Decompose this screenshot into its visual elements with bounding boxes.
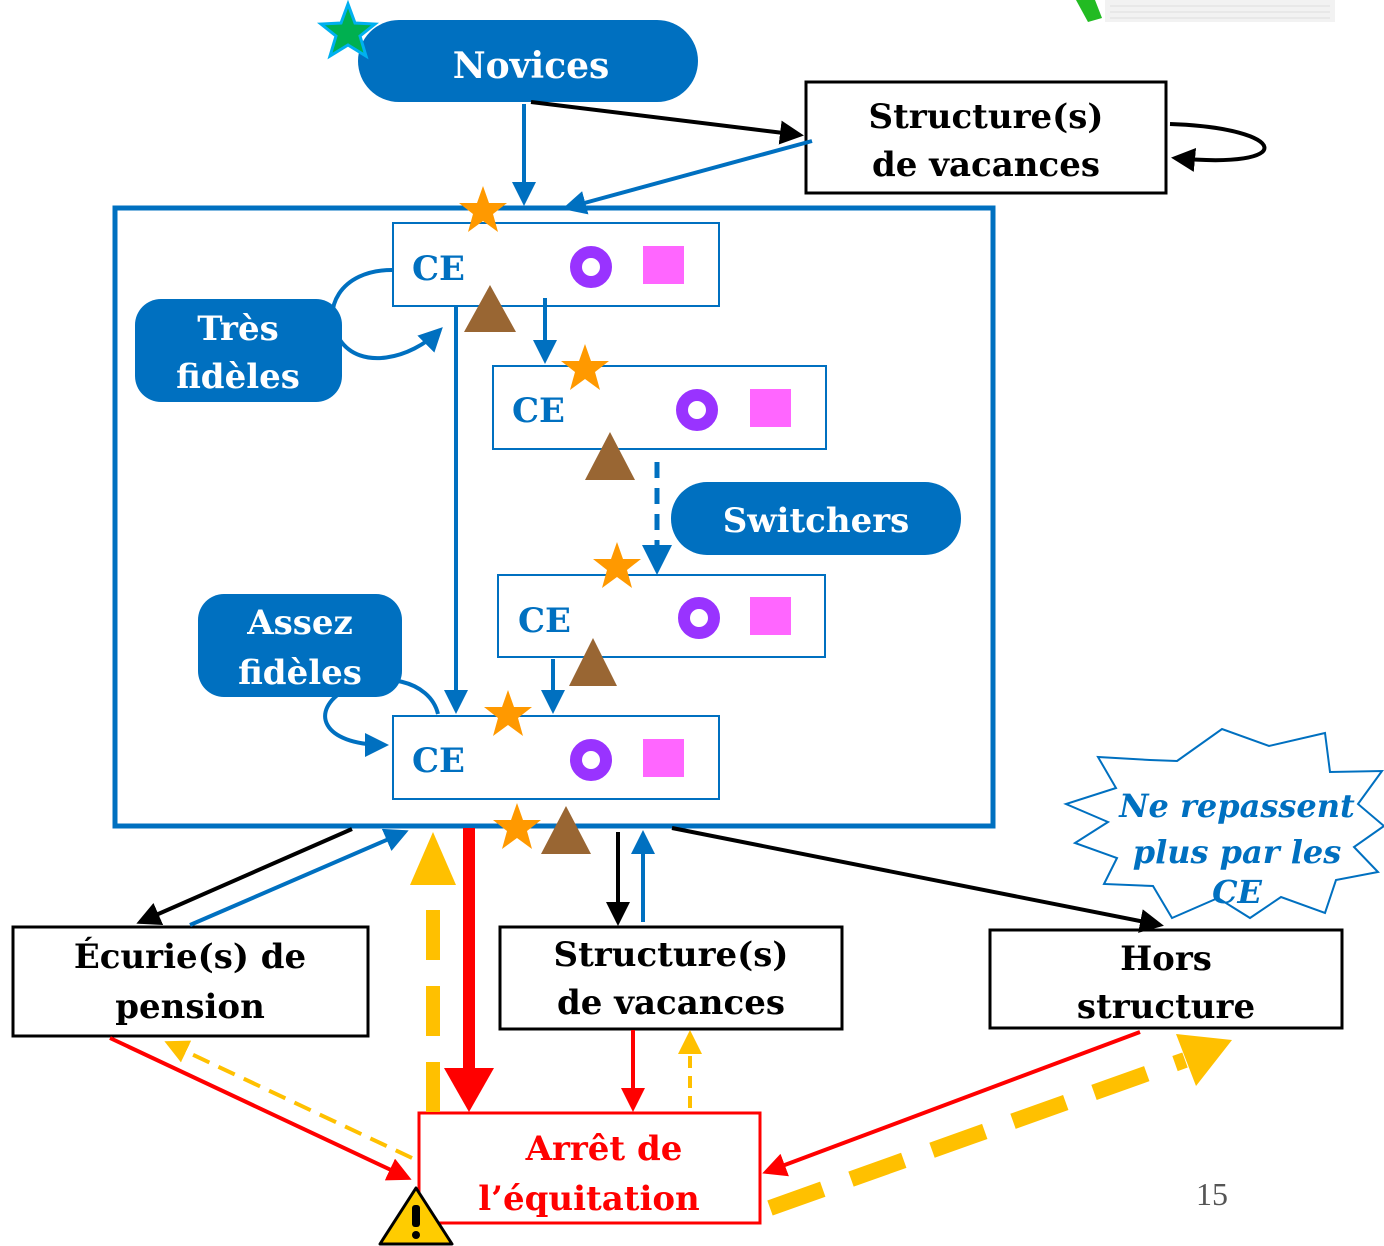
- node-ecurie-line2: pension: [115, 987, 265, 1027]
- node-novices: [358, 20, 698, 102]
- pink-square-icon: [643, 246, 684, 284]
- orange-star-icon: [493, 803, 541, 849]
- burst-line1: Ne repassent: [1118, 787, 1355, 825]
- node-arret-line1: Arrêt de: [525, 1129, 683, 1169]
- logo-fragment: [1076, 0, 1335, 22]
- arrow-ce-to-ecurie: [136, 827, 353, 925]
- arrow-ecurie-to-ce: [189, 828, 409, 927]
- node-hors-structure: [988, 928, 1344, 1030]
- orange-star-icon: [561, 344, 609, 390]
- node-switchers: [671, 482, 961, 555]
- brown-triangle-icon: [569, 638, 617, 686]
- orange-star-icon: [593, 542, 641, 588]
- arrow-novices-to-structure: [530, 100, 804, 145]
- arrow-structure-to-ce: [562, 139, 813, 215]
- purple-ring-icon: [570, 246, 612, 288]
- node-structure-top-line2: de vacances: [872, 145, 1100, 185]
- pink-square-icon: [750, 389, 791, 427]
- ce-box-3-label: CE: [518, 601, 571, 641]
- arrow-hors-to-arret: [762, 1030, 1141, 1177]
- orange-star-icon: [459, 186, 507, 232]
- node-assez-fideles: [198, 594, 402, 697]
- node-arret: [417, 1111, 762, 1225]
- arrow-ce-to-arret-head: [444, 1068, 494, 1112]
- node-structure-bottom-line1: Structure(s): [554, 935, 789, 975]
- arrow-arret-to-ce-head: [410, 832, 456, 885]
- orange-star-icon: [484, 690, 532, 736]
- purple-ring-icon: [678, 597, 720, 639]
- purple-ring-icon: [676, 389, 718, 431]
- burst-line3: CE: [1212, 873, 1262, 911]
- node-novices-label: Novices: [453, 45, 610, 87]
- burst-callout: [1063, 727, 1384, 920]
- burst-line2: plus par les: [1133, 833, 1342, 871]
- node-tres-fideles: [135, 299, 342, 402]
- structure-self-loop: [1169, 122, 1267, 172]
- warning-icon: [378, 1186, 454, 1246]
- arrow-arret-to-hors-head: [1176, 1034, 1232, 1086]
- ce-container: [112, 205, 996, 829]
- node-ecurie-line1: Écurie(s) de: [74, 936, 306, 977]
- node-tres-fideles-line1: Très: [197, 309, 279, 349]
- pink-square-icon: [643, 739, 684, 777]
- pink-square-icon: [750, 597, 791, 635]
- brown-triangle-icon: [541, 806, 591, 854]
- node-structure-bottom: [498, 925, 844, 1031]
- ce-box-4-label: CE: [412, 741, 465, 781]
- node-tres-fideles-line2: fidèles: [176, 357, 300, 397]
- node-structure-top: [804, 80, 1168, 195]
- ce-box-1-label: CE: [412, 249, 465, 289]
- node-hors-structure-line1: Hors: [1120, 939, 1212, 979]
- node-structure-top-line1: Structure(s): [869, 97, 1104, 137]
- node-assez-fideles-line1: Assez: [246, 603, 353, 643]
- node-arret-line2: l’équitation: [478, 1179, 700, 1219]
- node-structure-bottom-line2: de vacances: [557, 983, 785, 1023]
- arrow-ecurie-to-arret: [109, 1036, 412, 1181]
- purple-ring-icon: [570, 739, 612, 781]
- teal-star-icon: [316, 0, 380, 60]
- arrow-arret-to-hors-dashed: [767, 1052, 1188, 1216]
- node-hors-structure-line2: structure: [1077, 987, 1255, 1027]
- arrow-ce-to-hors: [671, 826, 1164, 933]
- node-ecurie: [11, 925, 370, 1038]
- brown-triangle-icon: [585, 432, 635, 480]
- ce-box-2-label: CE: [512, 391, 565, 431]
- arrow-arret-to-ecurie-dashed: [164, 1040, 413, 1160]
- node-switchers-label: Switchers: [723, 501, 910, 541]
- node-assez-fideles-line2: fidèles: [238, 653, 362, 693]
- page-number: 15: [1196, 1176, 1228, 1212]
- brown-triangle-icon: [464, 285, 516, 332]
